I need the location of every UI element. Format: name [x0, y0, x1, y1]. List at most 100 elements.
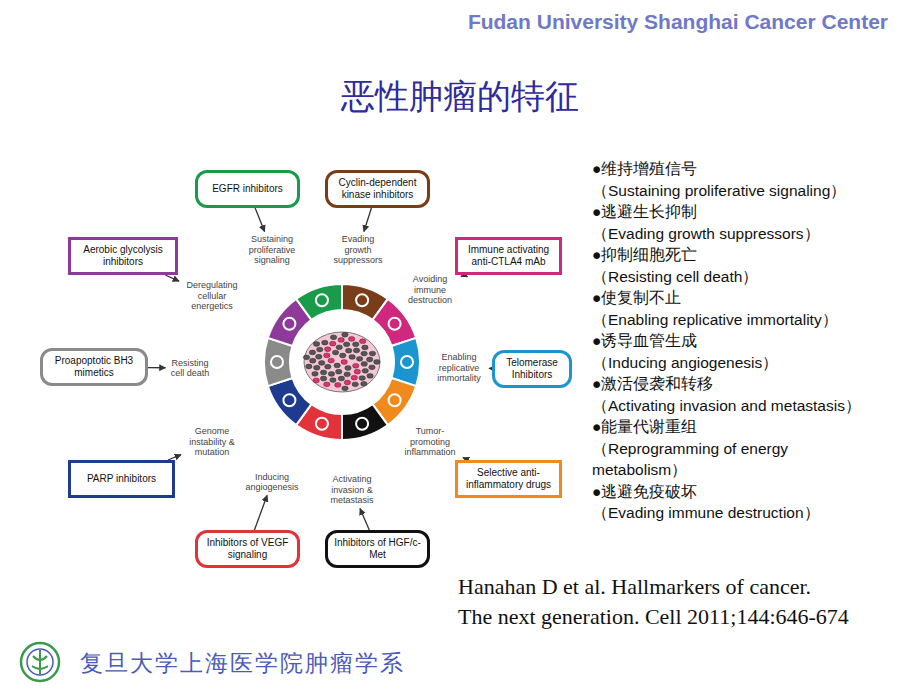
tumor-cell	[324, 353, 330, 358]
node-text: Deregulating cellular energetics	[182, 280, 242, 311]
tumor-cell	[352, 382, 358, 387]
citation: The next generation. Cell 2011;144:646-6…	[458, 604, 849, 630]
tumor-cell	[317, 347, 323, 352]
drug-box: PARP inhibitors	[68, 460, 175, 498]
segment-icon	[401, 356, 413, 368]
drug-box: Inhibitors of VEGF signaling	[195, 530, 300, 568]
tumor-cell	[334, 363, 340, 368]
hallmark-label: Activating invasion & metastasis	[323, 473, 381, 506]
node-text: Inhibitors of HGF/c-Met	[334, 537, 421, 561]
tumor-mass	[304, 332, 380, 392]
node-text: Inducing angiogenesis	[244, 472, 300, 493]
tumor-cell	[345, 366, 351, 371]
hallmark-label: Inducing angiogenesis	[243, 471, 301, 494]
tumor-cell	[303, 355, 309, 360]
tumor-cell	[314, 365, 320, 370]
tumor-cell	[344, 372, 350, 377]
arrow-connector	[360, 509, 369, 530]
bullet-item: ●维持增殖信号	[592, 158, 902, 180]
segment-icon	[389, 394, 401, 406]
node-text: Avoiding immune destruction	[402, 274, 458, 305]
logo	[21, 643, 59, 681]
segment-icon	[283, 394, 295, 406]
node-text: Proapoptotic BH3 mimetics	[49, 355, 139, 379]
hallmark-label: Sustaining proliferative signaling	[241, 233, 303, 266]
bullet-english: （Evading growth suppressors）	[592, 223, 902, 245]
drug-box: EGFR inhibitors	[195, 170, 300, 208]
hallmark-label: Resisting cell death	[168, 357, 213, 380]
tumor-cell	[342, 332, 348, 337]
tumor-cell	[330, 378, 336, 383]
tumor-core	[292, 312, 392, 412]
bullet-item: ●逃避生长抑制	[592, 201, 902, 223]
node-text: Resisting cell death	[169, 358, 212, 379]
bullet-english: （Resisting cell death）	[592, 266, 902, 288]
hallmark-label: Tumor-promoting inflammation	[399, 425, 461, 458]
node-text: Enabling replicative immortality	[432, 352, 486, 383]
bullet-english: （Enabling replicative immortality）	[592, 309, 902, 331]
tumor-cell	[340, 353, 346, 358]
hallmark-label: Genome instability & mutation	[183, 425, 241, 458]
tumor-cell	[362, 368, 368, 373]
tumor-cell	[328, 372, 334, 377]
node-text: Telomerase Inhibitors	[501, 357, 563, 381]
segment-icon	[356, 294, 368, 306]
header-text: Fudan University Shanghai Cancer Center	[468, 10, 888, 34]
tumor-cell	[366, 357, 372, 362]
drug-box: Immune activating anti-CTLA4 mAb	[455, 237, 562, 275]
segment-icon	[356, 418, 368, 430]
tumor-cell	[361, 381, 367, 386]
tumor-cell	[322, 340, 328, 345]
segment-icon	[316, 294, 328, 306]
tumor-cell	[353, 363, 359, 368]
node-text: EGFR inhibitors	[212, 183, 283, 195]
bullet-item: ●抑制细胞死亡	[592, 244, 902, 266]
tumor-cell	[318, 361, 324, 366]
tumor-cell	[359, 339, 365, 344]
node-text: Cyclin-dependent kinase inhibitors	[334, 177, 421, 201]
bullet-english: （Evading immune destruction）	[592, 502, 902, 524]
tumor-cell	[324, 382, 330, 387]
footer-text: 复旦大学上海医学院肿瘤学系	[80, 648, 405, 679]
tumor-cell	[361, 362, 367, 367]
hallmark-label: Enabling replicative immortality	[431, 351, 487, 384]
tumor-cell	[345, 348, 351, 353]
arrow-connector	[254, 495, 267, 530]
tumor-cell	[316, 354, 322, 359]
node-text: Activating invasion & metastasis	[324, 474, 380, 505]
node-text: Selective anti-inflammatory drugs	[464, 467, 553, 491]
tumor-cell	[320, 376, 326, 381]
bullet-item: ●逃避免疫破坏	[592, 481, 902, 503]
tumor-cell	[354, 369, 360, 374]
tumor-cell	[349, 355, 355, 360]
segment-icon	[316, 418, 328, 430]
node-text: PARP inhibitors	[87, 473, 156, 485]
tumor-cell	[341, 360, 347, 365]
node-text: Tumor-promoting inflammation	[400, 426, 460, 457]
node-text: Evading growth suppressors	[332, 234, 385, 265]
tumor-cell	[369, 351, 375, 356]
tumor-cell	[320, 370, 326, 375]
segment-icon	[271, 356, 283, 368]
drug-box: Aerobic glycolysis inhibitors	[68, 237, 178, 275]
bullet-english: （Sustaining proliferative signaling）	[592, 180, 902, 202]
slide-title: 恶性肿瘤的特征	[0, 74, 920, 120]
drug-box: Telomerase Inhibitors	[492, 350, 572, 388]
tumor-cell	[312, 371, 318, 376]
node-text: Immune activating anti-CTLA4 mAb	[464, 244, 553, 268]
tumor-cell	[309, 350, 315, 355]
node-text: Inhibitors of VEGF signaling	[204, 537, 291, 561]
node-text: Genome instability & mutation	[184, 426, 240, 457]
tumor-cell	[336, 345, 342, 350]
tumor-cell	[313, 342, 319, 347]
tumor-cell	[374, 360, 380, 365]
tumor-cell	[359, 376, 365, 381]
segment-icon	[283, 318, 295, 330]
bullet-english: （Inducing angiogenesis）	[592, 352, 902, 374]
node-text: Sustaining proliferative signaling	[242, 234, 302, 265]
drug-box: Cyclin-dependent kinase inhibitors	[325, 170, 430, 208]
tumor-cell	[351, 375, 357, 380]
node-text: Aerobic glycolysis inhibitors	[77, 244, 169, 268]
hallmark-label: Avoiding immune destruction	[401, 273, 459, 306]
tumor-cell	[338, 338, 344, 343]
